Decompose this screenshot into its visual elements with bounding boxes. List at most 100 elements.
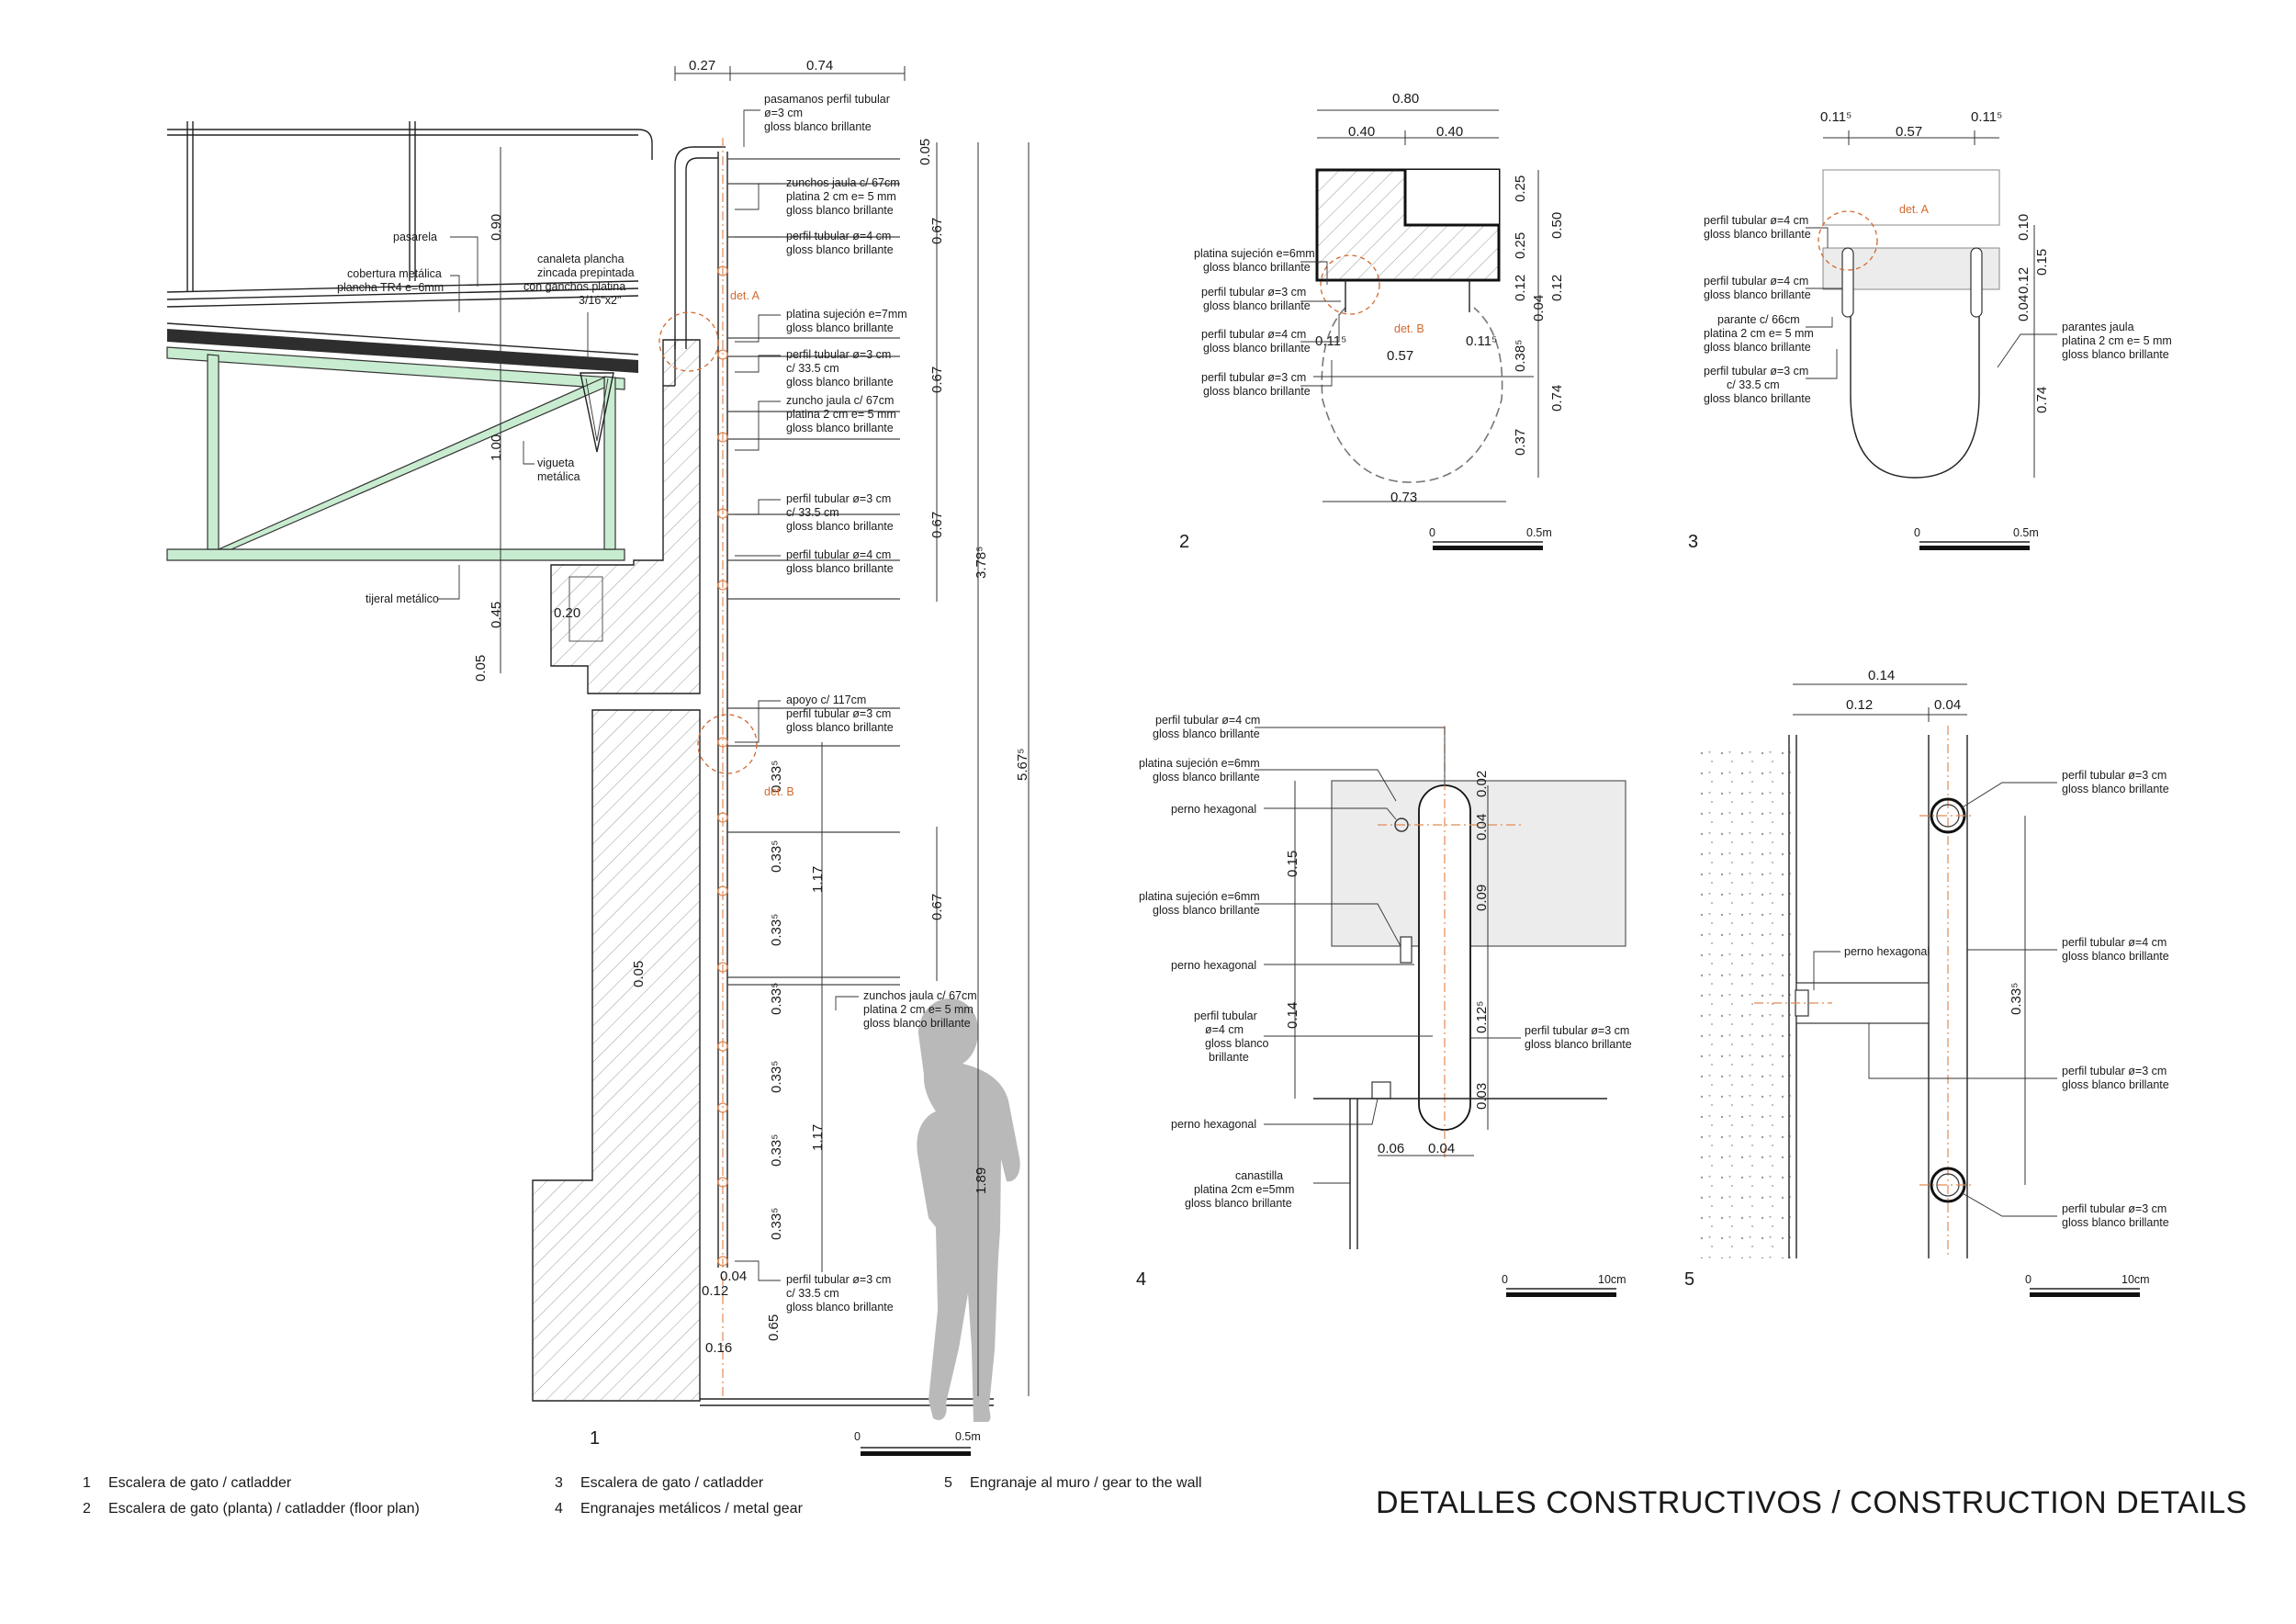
svg-text:0.67: 0.67 xyxy=(929,367,945,393)
svg-text:platina sujeción e=6mm: platina sujeción e=6mm xyxy=(1194,247,1315,260)
legend-text: Escalera de gato (planta) / catladder (f… xyxy=(108,1501,420,1517)
svg-text:gloss blanco brillante: gloss blanco brillante xyxy=(2062,1216,2169,1229)
detail-4-scale-bar: 0 10cm xyxy=(1502,1273,1626,1297)
svg-text:0.67: 0.67 xyxy=(929,512,945,538)
vigueta-metalica xyxy=(580,372,614,453)
svg-text:gloss blanco brillante: gloss blanco brillante xyxy=(1185,1197,1292,1210)
legend-number: 2 xyxy=(83,1501,91,1517)
svg-text:gloss blanco brillante: gloss blanco brillante xyxy=(2062,783,2169,795)
svg-text:perfil tubular ø=4 cm: perfil tubular ø=4 cm xyxy=(1704,214,1808,227)
svg-text:perfil tubular ø=3 cm: perfil tubular ø=3 cm xyxy=(786,707,891,720)
svg-text:0.12: 0.12 xyxy=(1513,275,1528,301)
svg-text:1.89: 1.89 xyxy=(974,1167,989,1194)
anchor-bolts xyxy=(568,576,603,642)
detail-2-leaders xyxy=(1300,261,1341,387)
svg-text:perfil tubular ø=3 cm: perfil tubular ø=3 cm xyxy=(1201,286,1306,299)
svg-text:gloss blanco brillante: gloss blanco brillante xyxy=(786,321,894,334)
svg-text:0.09: 0.09 xyxy=(1474,885,1490,911)
svg-text:0.37: 0.37 xyxy=(1513,429,1528,456)
svg-text:perfil tubular ø=3 cm: perfil tubular ø=3 cm xyxy=(1201,371,1306,384)
svg-text:0: 0 xyxy=(854,1430,861,1443)
svg-text:0.67: 0.67 xyxy=(929,218,945,244)
ladder-rungs xyxy=(727,158,900,986)
svg-text:gloss blanco brillante: gloss blanco brillante xyxy=(786,204,894,217)
svg-text:1.17: 1.17 xyxy=(810,866,826,893)
tijeral-metalico-truss xyxy=(166,346,625,561)
svg-text:zunchos jaula c/ 67cm: zunchos jaula c/ 67cm xyxy=(863,989,977,1002)
svg-text:0.74: 0.74 xyxy=(1549,385,1565,412)
detail-3-dimensions: 0.11⁵ 0.57 0.11⁵ 0.10 0.15 0.12 0.04 0.7… xyxy=(1820,109,2050,413)
svg-text:perno hexagonal: perno hexagonal xyxy=(1171,1118,1256,1131)
svg-text:perfil tubular ø=3 cm: perfil tubular ø=3 cm xyxy=(2062,769,2167,782)
detail-1-dimension-lines xyxy=(500,66,1030,1396)
svg-text:det. A: det. A xyxy=(730,289,760,302)
detail-2-annotations: platina sujeción e=6mm gloss blanco bril… xyxy=(1194,247,1424,398)
svg-text:platina sujeción e=6mm: platina sujeción e=6mm xyxy=(1139,890,1260,903)
svg-text:0.10: 0.10 xyxy=(2016,214,2032,241)
svg-text:cobertura metálica: cobertura metálica xyxy=(347,267,442,280)
svg-text:canaleta plancha: canaleta plancha xyxy=(537,253,625,265)
svg-text:0.90: 0.90 xyxy=(489,214,504,241)
svg-text:perfil tubular ø=3 cm: perfil tubular ø=3 cm xyxy=(2062,1065,2167,1077)
svg-text:gloss blanco brillante: gloss blanco brillante xyxy=(1704,288,1811,301)
svg-text:gloss blanco brillante: gloss blanco brillante xyxy=(786,721,894,734)
svg-text:platina 2 cm e= 5 mm: platina 2 cm e= 5 mm xyxy=(786,408,896,421)
svg-text:gloss blanco brillante: gloss blanco brillante xyxy=(786,562,894,575)
svg-text:plancha TR4 e=6mm: plancha TR4 e=6mm xyxy=(337,281,444,294)
svg-text:gloss blanco brillante: gloss blanco brillante xyxy=(2062,1078,2169,1091)
svg-text:gloss blanco brillante: gloss blanco brillante xyxy=(764,120,872,133)
dim-0-74: 0.74 xyxy=(806,58,833,73)
detail-3-leaders xyxy=(1806,227,2057,379)
svg-text:gloss blanco brillante: gloss blanco brillante xyxy=(786,243,894,256)
svg-text:0.33⁵: 0.33⁵ xyxy=(2009,983,2024,1015)
pasarela-railing xyxy=(166,121,653,308)
detail-3-catladder-plan: 0.11⁵ 0.57 0.11⁵ 0.10 0.15 0.12 0.04 0.7… xyxy=(1688,109,2172,552)
human-scale-figure xyxy=(917,998,1020,1422)
svg-text:0.04: 0.04 xyxy=(1531,295,1547,321)
svg-text:parantes jaula: parantes jaula xyxy=(2062,321,2134,333)
legend-number: 5 xyxy=(944,1475,952,1491)
svg-text:0.14: 0.14 xyxy=(1868,668,1895,683)
svg-text:ø=4 cm: ø=4 cm xyxy=(1205,1023,1244,1036)
svg-text:gloss blanco brillante: gloss blanco brillante xyxy=(1203,385,1311,398)
svg-text:con ganchos platina: con ganchos platina xyxy=(523,280,625,293)
svg-text:canastilla: canastilla xyxy=(1235,1169,1283,1182)
svg-text:brillante: brillante xyxy=(1209,1051,1249,1064)
svg-text:0.11⁵: 0.11⁵ xyxy=(1971,109,2002,125)
svg-text:perfil tubular ø=3 cm: perfil tubular ø=3 cm xyxy=(1704,365,1808,378)
svg-text:0.15: 0.15 xyxy=(2034,249,2050,276)
detail-5-leaders xyxy=(1813,782,2057,1217)
svg-text:platina 2cm e=5mm: platina 2cm e=5mm xyxy=(1194,1183,1294,1196)
svg-text:0.12⁵: 0.12⁵ xyxy=(1474,1001,1490,1033)
svg-text:gloss blanco brillante: gloss blanco brillante xyxy=(786,1301,894,1314)
svg-text:gloss blanco brillante: gloss blanco brillante xyxy=(1153,727,1260,740)
legend-text: Engranajes metálicos / metal gear xyxy=(580,1501,803,1517)
svg-text:0.11⁵: 0.11⁵ xyxy=(1315,333,1346,349)
svg-text:perfil tubular ø=3 cm: perfil tubular ø=3 cm xyxy=(786,492,891,505)
legend-number: 1 xyxy=(83,1475,91,1491)
svg-text:0.5m: 0.5m xyxy=(955,1430,981,1443)
detail-4-metal-gear: 0.15 0.14 0.02 0.04 0.09 0.12⁵ 0.03 0.06… xyxy=(1136,714,1632,1297)
svg-text:gloss blanco brillante: gloss blanco brillante xyxy=(786,520,894,533)
detail-1-number: 1 xyxy=(590,1428,600,1449)
legend-item-2: 2 Escalera de gato (planta) / catladder (… xyxy=(83,1501,420,1517)
svg-text:0.04: 0.04 xyxy=(720,1269,747,1284)
svg-text:0.57: 0.57 xyxy=(1387,348,1413,364)
svg-text:0.57: 0.57 xyxy=(1896,124,1922,140)
svg-text:1.00: 1.00 xyxy=(489,434,504,461)
svg-text:det. B: det. B xyxy=(1394,322,1424,335)
svg-text:tijeral metálico: tijeral metálico xyxy=(366,592,439,605)
legend-text: Escalera de gato / catladder xyxy=(580,1475,764,1491)
detail-2-catladder-floor-plan: 0.80 0.40 0.40 0.25 0.50 0.25 0.12 0.04 … xyxy=(1179,91,1565,552)
svg-text:platina 2 cm e= 5 mm: platina 2 cm e= 5 mm xyxy=(786,190,896,203)
svg-text:0.12: 0.12 xyxy=(1549,275,1565,301)
svg-text:0.33⁵: 0.33⁵ xyxy=(769,914,784,946)
svg-text:gloss blanco brillante: gloss blanco brillante xyxy=(786,376,894,389)
svg-text:0.73: 0.73 xyxy=(1390,490,1417,505)
detail-1-catladder-section: 0.27 0.74 0.90 1.00 0.45 0.05 0.20 0.05 … xyxy=(166,58,1030,1456)
svg-text:5.67⁵: 5.67⁵ xyxy=(1015,749,1030,781)
detail-4-leaders xyxy=(1255,727,1521,1184)
svg-text:gloss blanco brillante: gloss blanco brillante xyxy=(2062,950,2169,963)
